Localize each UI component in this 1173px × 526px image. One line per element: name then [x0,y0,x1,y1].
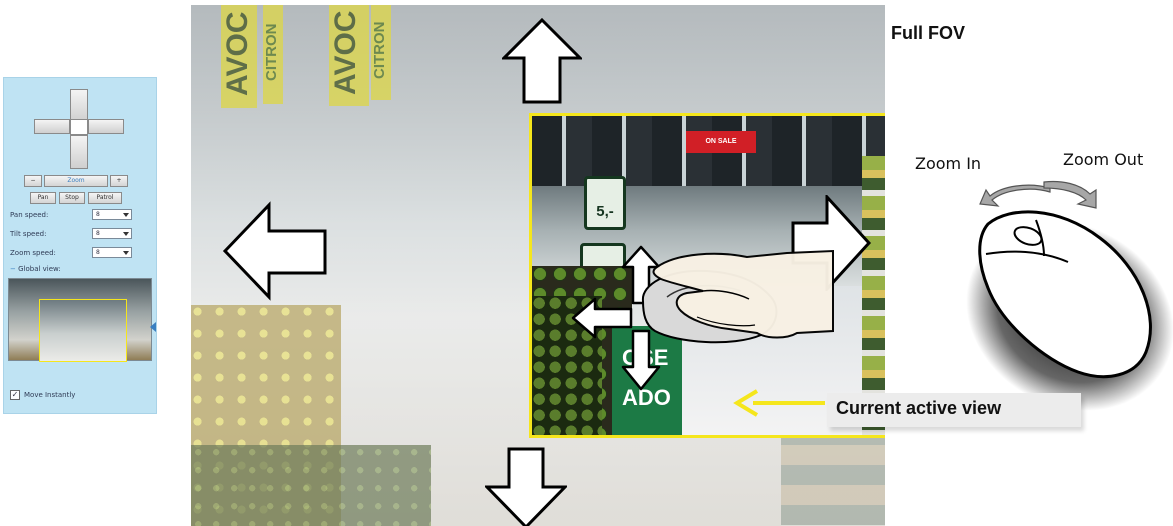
hanging-sign: CITRON [371,5,391,100]
tilt-speed-select[interactable]: 8 [92,228,132,239]
arrow-left-icon[interactable] [223,201,327,301]
home-button[interactable] [70,119,88,135]
tilt-speed-label: Tilt speed: [10,230,46,238]
zoom-out-button[interactable]: − [24,175,42,187]
zoom-speed-label: Zoom speed: [10,249,56,257]
global-view-thumbnail[interactable] [8,278,152,361]
collapse-icon[interactable]: − [10,265,16,273]
full-fov-label: Full FOV [891,23,965,44]
tilt-up-button[interactable] [70,89,88,123]
hand-mouse-icon [637,247,837,347]
full-fov-view[interactable]: AVOC CITRON AVOC CITRON ON SALE 5,- OSE … [191,5,885,526]
hanging-sign: AVOC [329,5,369,106]
pan-speed-select[interactable]: 8 [92,209,132,220]
zoom-in-button[interactable]: + [110,175,128,187]
zoom-bar[interactable]: Zoom [44,175,108,187]
tilt-down-button[interactable] [70,135,88,169]
global-view-label: − Global view: [10,265,61,273]
produce-stand [191,445,431,526]
mouse-icon [940,176,1173,421]
red-banner: ON SALE [686,131,756,153]
ptz-control-panel: − Zoom + Pan Stop Patrol Pan speed: 8 Ti… [3,77,157,414]
zoom-speed-select[interactable]: 8 [92,247,132,258]
zoom-in-arrow-icon [980,185,1050,206]
global-view-text: Global view: [18,265,61,273]
current-active-view-label: Current active view [827,393,1081,427]
price-sign: 5,- [584,176,626,230]
move-instantly-checkbox[interactable]: ✓ [10,390,20,400]
arrow-up-icon[interactable] [502,18,582,104]
panel-collapse-arrow-icon[interactable] [150,322,156,332]
patrol-button[interactable]: Patrol [88,192,122,204]
zoom-out-arrow-icon [1044,182,1096,209]
zoom-out-label: Zoom Out [1063,150,1143,169]
stop-button[interactable]: Stop [59,192,85,204]
yellow-pointer-arrow-icon [733,389,827,417]
hanging-sign: AVOC [221,5,257,108]
pan-left-button[interactable] [34,119,70,134]
hanging-sign: CITRON [263,5,283,104]
pan-right-button[interactable] [88,119,124,134]
global-view-active-box[interactable] [39,299,127,362]
arrow-down-icon[interactable] [485,447,567,526]
pan-button[interactable]: Pan [30,192,56,204]
pan-speed-label: Pan speed: [10,211,48,219]
zoom-in-label: Zoom In [915,154,981,173]
move-instantly-label: Move Instantly [24,391,75,399]
